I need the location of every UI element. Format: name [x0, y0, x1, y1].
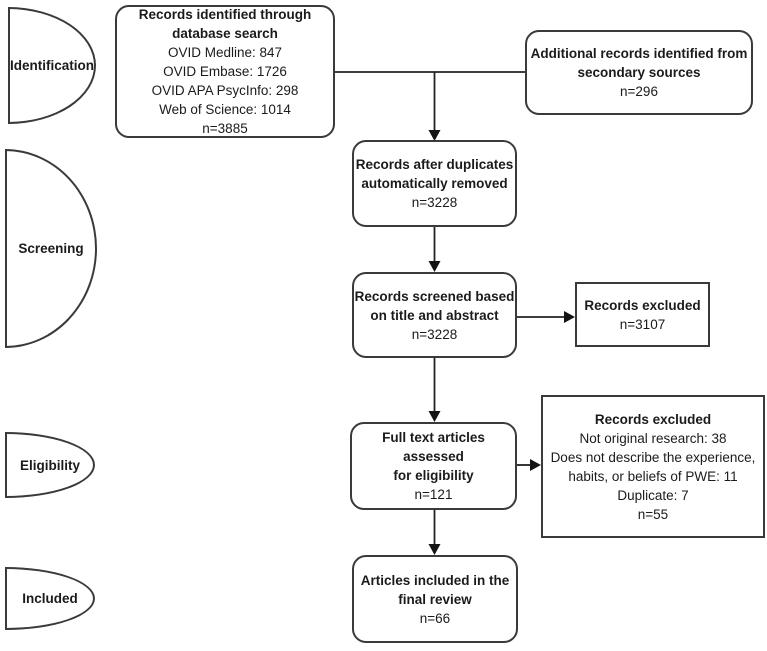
box-excluded-screening-title: Records excluded	[584, 297, 701, 313]
box-records-identified-line-embase: OVID Embase: 1726	[163, 64, 287, 79]
arrowhead-down-screened	[428, 261, 441, 272]
box-records-identified-line-webofscience: Web of Science: 1014	[159, 102, 291, 117]
box-duplicates-removed-count: n=3228	[411, 195, 458, 210]
box-records-identified: Records identified through database sear…	[115, 5, 335, 138]
box-fulltext-assessed-count: n=121	[414, 487, 453, 502]
box-articles-included-title-line2: final review	[398, 591, 472, 607]
box-excluded-fulltext-reason-notoriginal: Not original research: 38	[579, 430, 727, 446]
stage-screening: Screening	[5, 149, 97, 348]
box-records-identified-line-medline: OVID Medline: 847	[167, 45, 283, 60]
box-excluded-fulltext-title: Records excluded	[594, 411, 712, 427]
stage-eligibility: Eligibility	[5, 432, 95, 498]
stage-included: Included	[5, 567, 95, 630]
box-duplicates-removed: Records after duplicates automatically r…	[352, 140, 517, 227]
arrowhead-down-included	[428, 544, 441, 555]
stage-label-eligibility: Eligibility	[19, 457, 80, 473]
box-additional-records-title-line2: secondary sources	[577, 65, 701, 80]
box-excluded-fulltext-reason-experience-line2: habits, or beliefs of PWE: 11	[568, 468, 738, 484]
box-records-identified-line-psycinfo: OVID APA PsycInfo: 298	[151, 83, 299, 98]
box-additional-records-count: n=296	[620, 84, 658, 99]
box-additional-records: Additional records identified from secon…	[525, 30, 753, 115]
box-additional-records-title-line1: Additional records identified from	[530, 46, 748, 61]
box-duplicates-removed-title-line1: Records after duplicates	[355, 157, 514, 172]
box-records-screened: Records screened based on title and abst…	[352, 272, 517, 358]
box-records-screened-title-line2: on title and abstract	[370, 307, 499, 323]
box-records-screened-title-line1: Records screened based	[354, 288, 515, 304]
arrowhead-right-excluded-fulltext	[530, 459, 541, 471]
box-records-identified-title-line2: database search	[172, 26, 278, 41]
box-articles-included-title-line1: Articles included in the	[360, 572, 510, 588]
box-articles-included-count: n=66	[419, 610, 451, 626]
stage-identification: Identification	[8, 7, 96, 124]
box-records-identified-count: n=3885	[202, 121, 248, 136]
box-excluded-screening-count: n=3107	[619, 316, 666, 332]
box-fulltext-assessed-title-line2: for eligibility	[393, 468, 474, 483]
box-excluded-fulltext-reason-experience-line1: Does not describe the experience,	[550, 449, 756, 465]
arrowhead-down-fulltext	[428, 411, 441, 422]
stage-label-screening: Screening	[18, 241, 84, 256]
box-fulltext-assessed: Full text articles assessed for eligibil…	[350, 422, 517, 510]
box-fulltext-assessed-title-line1: Full text articles assessed	[382, 430, 485, 464]
stage-label-identification: Identification	[10, 58, 94, 73]
box-excluded-fulltext-reason-duplicate: Duplicate: 7	[617, 487, 689, 503]
box-excluded-fulltext-count: n=55	[637, 506, 669, 522]
box-articles-included: Articles included in the final review n=…	[352, 555, 518, 643]
box-duplicates-removed-title-line2: automatically removed	[361, 176, 508, 191]
box-excluded-fulltext: Records excluded Not original research: …	[541, 395, 765, 538]
box-records-identified-title-line1: Records identified through	[138, 7, 312, 22]
arrowhead-right-excluded-screen	[564, 311, 575, 323]
box-records-screened-count: n=3228	[411, 326, 458, 342]
stage-label-included: Included	[22, 591, 78, 606]
box-excluded-screening: Records excluded n=3107	[575, 282, 710, 347]
